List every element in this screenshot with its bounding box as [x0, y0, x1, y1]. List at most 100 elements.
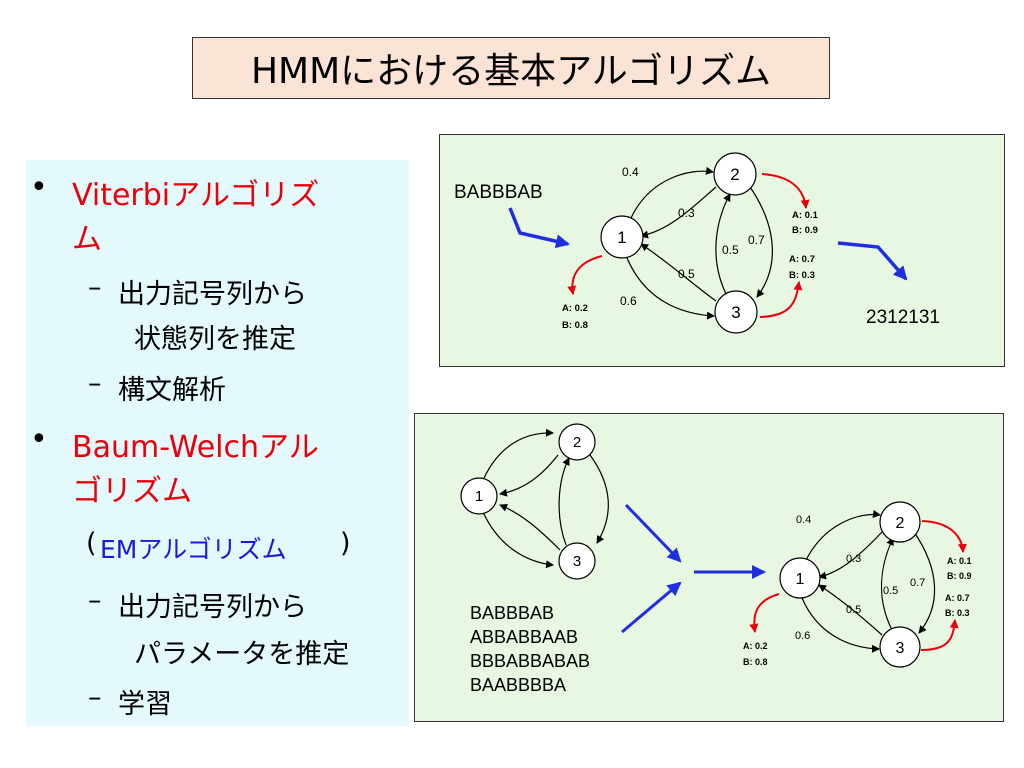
merge-arrow-from-model: [624, 503, 682, 563]
transition-arrow-2-1: [818, 531, 883, 580]
prob-label-2-3: 0.7: [910, 577, 925, 589]
prob-label-2-1: 0.3: [846, 553, 861, 565]
untrained-hmm-graph: 1 2 3: [460, 423, 609, 580]
transition-arrow-3-1: [818, 584, 883, 636]
emission-a-state1: A: 0.2: [743, 641, 768, 651]
training-sequence: BBBABBABAB: [470, 651, 590, 671]
training-sequence: ABBABBAAB: [470, 627, 578, 647]
prob-label-2-3: 0.7: [748, 233, 765, 247]
transition-arrow-2-3: [589, 454, 609, 544]
output-arrow: [837, 241, 908, 281]
state-node-3: 3: [714, 290, 758, 334]
emission-arrow-state3: [920, 619, 959, 651]
state-label: 1: [475, 488, 483, 505]
prob-label-1-3: 0.6: [620, 294, 637, 308]
transition-arrow-3-1: [499, 503, 561, 551]
prob-label-2-1: 0.3: [678, 206, 695, 220]
transition-arrow-3-2: [715, 193, 731, 297]
emission-a-state2: A: 0.1: [947, 556, 972, 566]
transition-arrow-3-2: [558, 457, 570, 546]
state-label: 1: [796, 571, 805, 588]
state-node-3: 3: [558, 542, 596, 580]
emission-arrow-state1: [749, 593, 780, 633]
paren-open: (: [86, 528, 97, 559]
viterbi-hmm-graph: 1 2 3 0.4 0.3 0.6 0.5 0.7 0.5 A: 0.1 B: …: [562, 152, 819, 334]
dash-icon: –: [88, 585, 102, 616]
training-sequences: BABBBAB ABBABBAAB BBBABBABAB BAABBBBA: [470, 603, 590, 695]
bullet-icon: •: [30, 170, 48, 205]
bw-sub2: 学習: [118, 689, 172, 720]
emission-a-state3: A: 0.7: [945, 593, 970, 603]
state-label: 3: [896, 640, 905, 657]
emission-b-state1: B: 0.8: [562, 320, 588, 331]
baum-welch-diagram-panel: [414, 413, 1004, 722]
state-node-2: 2: [879, 501, 921, 543]
emission-b-state2: B: 0.9: [792, 225, 818, 236]
trained-hmm-graph: 1 2 3 0.4 0.3 0.6 0.5 0.7 0.5 A: 0.1 B: …: [743, 501, 972, 668]
state-node-3: 3: [879, 626, 921, 668]
state-node-1: 1: [460, 477, 498, 515]
viterbi-heading-line2: ム: [72, 222, 102, 257]
emission-b-state1: B: 0.8: [743, 657, 768, 667]
emission-a-state2: A: 0.1: [792, 210, 819, 221]
algorithm-list-panel: • Viterbiアルゴリズ ム – 出力記号列から 状態列を推定 – 構文解析…: [26, 160, 409, 726]
state-node-2: 2: [713, 152, 757, 196]
viterbi-sub1-line1: 出力記号列から: [118, 279, 307, 310]
emission-b-state3: B: 0.3: [945, 608, 970, 618]
baum-welch-heading-line2: ゴリズム: [72, 474, 192, 509]
output-states-label: 2312131: [866, 307, 940, 328]
baum-welch-heading-line1: Baum-Welchアル: [72, 430, 319, 465]
viterbi-sub1-line2: 状態列を推定: [134, 324, 296, 355]
state-label: 2: [573, 434, 581, 451]
dash-icon: –: [88, 272, 102, 303]
transition-arrow-3-2: [881, 537, 894, 631]
transition-arrow-2-1: [499, 454, 559, 497]
transition-arrow-1-3: [482, 511, 554, 569]
prob-label-3-2: 0.5: [722, 243, 739, 257]
transition-arrow-2-3: [749, 186, 773, 298]
bw-sub1-line1: 出力記号列から: [118, 592, 307, 623]
state-label: 3: [731, 303, 740, 322]
transition-arrow-1-3: [626, 257, 715, 320]
emission-arrow-state1: [567, 255, 603, 295]
merge-arrow-from-data: [621, 581, 682, 634]
prob-label-3-1: 0.5: [846, 604, 861, 616]
emission-a-state1: A: 0.2: [562, 303, 588, 314]
transition-arrow-1-2: [483, 428, 554, 479]
state-label: 2: [730, 165, 739, 184]
emission-arrow-state2: [761, 173, 810, 209]
prob-label-3-2: 0.5: [883, 585, 898, 597]
transition-arrow-1-2: [630, 166, 714, 219]
slide-title: HMMにおける基本アルゴリズム: [192, 37, 830, 99]
transition-arrow-1-2: [805, 510, 881, 561]
em-algorithm-label: EMアルゴリズム: [100, 535, 287, 564]
viterbi-sub2: 構文解析: [118, 375, 226, 406]
viterbi-heading-line1: Viterbiアルゴリズ: [72, 178, 320, 213]
slide-title-text: HMMにおける基本アルゴリズム: [250, 51, 772, 92]
bw-sub1-line2: パラメータを推定: [134, 639, 350, 670]
prob-label-1-2: 0.4: [796, 514, 811, 526]
state-label: 1: [617, 228, 626, 247]
dash-icon: –: [88, 682, 102, 713]
input-sequence-label: BABBBAB: [454, 182, 543, 203]
transition-arrow-3-1: [640, 243, 717, 302]
dash-icon: –: [88, 368, 102, 399]
transition-arrow-2-1: [640, 186, 717, 239]
state-label: 3: [573, 553, 581, 570]
state-label: 2: [896, 515, 905, 532]
prob-label-1-3: 0.6: [795, 630, 810, 642]
paren-close: ): [340, 528, 351, 559]
emission-b-state3: B: 0.3: [789, 270, 815, 281]
state-node-1: 1: [779, 557, 821, 599]
state-node-2: 2: [558, 423, 596, 461]
transition-arrow-2-3: [913, 531, 936, 634]
emission-b-state2: B: 0.9: [947, 571, 972, 581]
training-sequence: BAABBBBA: [470, 675, 566, 695]
emission-arrow-state2: [921, 520, 967, 553]
transition-arrow-1-3: [801, 597, 880, 653]
emission-arrow-state3: [759, 281, 803, 318]
training-sequence: BABBBAB: [470, 603, 554, 623]
input-arrow: [508, 207, 570, 249]
prob-label-1-2: 0.4: [622, 165, 639, 179]
